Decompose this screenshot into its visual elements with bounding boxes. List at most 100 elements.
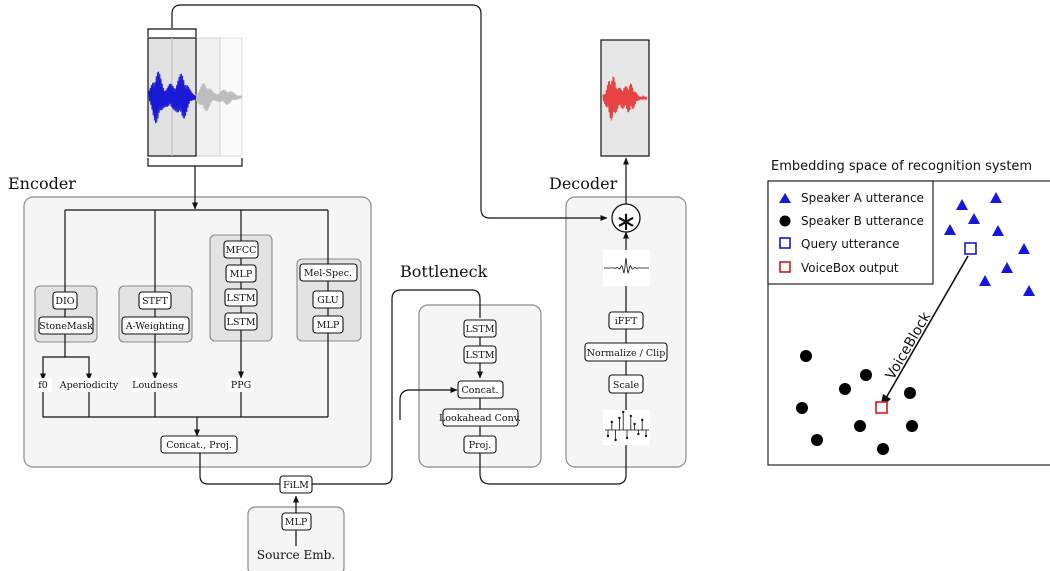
embedding-title: Embedding space of recognition system: [771, 159, 1032, 174]
svg-text:iFFT: iFFT: [615, 316, 638, 327]
speaker-b-point: [860, 369, 872, 381]
svg-text:Mel-Spec.: Mel-Spec.: [304, 268, 352, 279]
input-wave-tail: [195, 83, 243, 112]
legend-voicebox: VoiceBox output: [801, 261, 899, 275]
speaker-a-point: [944, 224, 956, 235]
legend-speaker-a: Speaker A utterance: [801, 191, 924, 205]
feature-aperiodicity: Aperiodicity: [59, 378, 119, 392]
svg-text:LSTM: LSTM: [227, 293, 256, 304]
speaker-b-point: [811, 434, 823, 446]
svg-text:Concat., Proj.: Concat., Proj.: [166, 440, 232, 451]
speaker-a-point: [990, 192, 1002, 203]
node-lookahead-conv: Lookahead Conv.: [439, 408, 521, 427]
convolution-symbol: ∗: [615, 207, 637, 237]
node-stft: STFT: [138, 291, 172, 310]
bottleneck-title: Bottleneck: [400, 262, 488, 281]
node-bottleneck-concat: Concat.: [457, 380, 504, 399]
node-bottleneck-lstm-1: LSTM: [463, 319, 497, 338]
svg-text:LSTM: LSTM: [466, 324, 495, 335]
input-wave-body: [148, 71, 197, 124]
svg-text:Concat.: Concat.: [462, 385, 499, 396]
feature-f0: f0: [34, 378, 52, 392]
speaker-a-point: [979, 275, 991, 286]
node-a-weighting: A-Weighting: [121, 316, 190, 335]
legend-query-marker: [779, 237, 791, 249]
input-top-bracket: [147, 28, 197, 37]
svg-text:FiLM: FiLM: [283, 480, 309, 491]
decoder-title: Decoder: [549, 174, 618, 193]
node-film: FiLM: [279, 475, 313, 494]
speaker-a-point: [968, 213, 980, 224]
svg-text:f0: f0: [38, 380, 48, 391]
legend-speaker-a-marker: [779, 193, 791, 203]
voicebox-output-point: [875, 401, 888, 414]
node-mfcc: MFCC: [223, 240, 259, 259]
svg-text:MFCC: MFCC: [226, 245, 257, 256]
speaker-a-point: [1023, 285, 1035, 296]
svg-text:LSTM: LSTM: [466, 350, 495, 361]
legend-speaker-b-marker: [779, 215, 791, 227]
node-normalize-clip: Normalize / Clip: [584, 342, 668, 362]
node-mlp-mel: MLP: [312, 315, 344, 334]
svg-text:MLP: MLP: [317, 320, 340, 331]
feature-ppg: PPG: [228, 378, 254, 392]
svg-text:Normalize / Clip: Normalize / Clip: [587, 348, 666, 359]
node-concat-proj: Concat., Proj.: [160, 435, 238, 454]
svg-text:Scale: Scale: [613, 380, 640, 391]
query-point: [964, 242, 977, 255]
svg-text:PPG: PPG: [231, 380, 251, 391]
speaker-b-point: [904, 387, 916, 399]
node-lstm-ppg-2: LSTM: [224, 312, 258, 331]
bottleneck-wires: [399, 337, 627, 485]
svg-text:A-Weighting: A-Weighting: [125, 321, 184, 332]
encoder-region: [23, 196, 372, 468]
speaker-b-point: [800, 350, 812, 362]
decoder-wires: [171, 4, 629, 457]
node-lstm-ppg-1: LSTM: [224, 288, 258, 307]
node-bottleneck-proj: Proj.: [463, 435, 497, 454]
speaker-a-point: [1018, 243, 1030, 254]
svg-text:GLU: GLU: [317, 295, 338, 306]
node-source-mlp: MLP: [281, 512, 312, 531]
output-wave-body: [602, 76, 648, 121]
encoder-title: Encoder: [8, 174, 76, 193]
input-waveform: [147, 28, 243, 167]
svg-text:StoneMask: StoneMask: [39, 321, 93, 332]
node-stonemask: StoneMask: [38, 316, 94, 335]
svg-text:DIO: DIO: [55, 296, 74, 307]
node-bottleneck-lstm-2: LSTM: [463, 345, 497, 364]
sparse-filter-icon: [603, 410, 650, 445]
speaker-b-point: [839, 383, 851, 395]
speaker-b-point: [854, 420, 866, 432]
speaker-b-point: [877, 443, 889, 455]
speaker-a-point: [1001, 262, 1013, 273]
speaker-a-point: [992, 225, 1004, 236]
svg-text:LSTM: LSTM: [227, 317, 256, 328]
speaker-b-points: [796, 350, 918, 455]
svg-text:Loudness: Loudness: [132, 380, 178, 391]
node-scale: Scale: [608, 374, 644, 394]
node-glu: GLU: [312, 290, 344, 309]
encoder-wires: [40, 166, 481, 546]
node-dio: DIO: [52, 291, 78, 310]
svg-text:STFT: STFT: [142, 296, 168, 307]
speaker-b-point: [906, 420, 918, 432]
speaker-a-point: [956, 199, 968, 210]
node-ifft: iFFT: [608, 311, 644, 330]
speaker-a-points: [944, 192, 1035, 296]
node-mel-spec: Mel-Spec.: [299, 263, 358, 282]
legend-speaker-b: Speaker B utterance: [801, 214, 924, 228]
embedding-legend: Speaker A utterance Speaker B utterance …: [767, 180, 934, 285]
svg-text:Lookahead Conv.: Lookahead Conv.: [439, 413, 521, 424]
source-emb-label: Source Emb.: [257, 548, 335, 562]
svg-text:Proj.: Proj.: [469, 440, 492, 451]
legend-query: Query utterance: [801, 237, 900, 251]
convolution-operator: ∗: [611, 203, 641, 237]
output-waveform: [600, 39, 650, 157]
feature-loudness: Loudness: [132, 378, 178, 392]
speaker-b-point: [796, 402, 808, 414]
node-mlp-ppg: MLP: [225, 264, 257, 283]
input-bottom-bracket: [147, 158, 243, 167]
